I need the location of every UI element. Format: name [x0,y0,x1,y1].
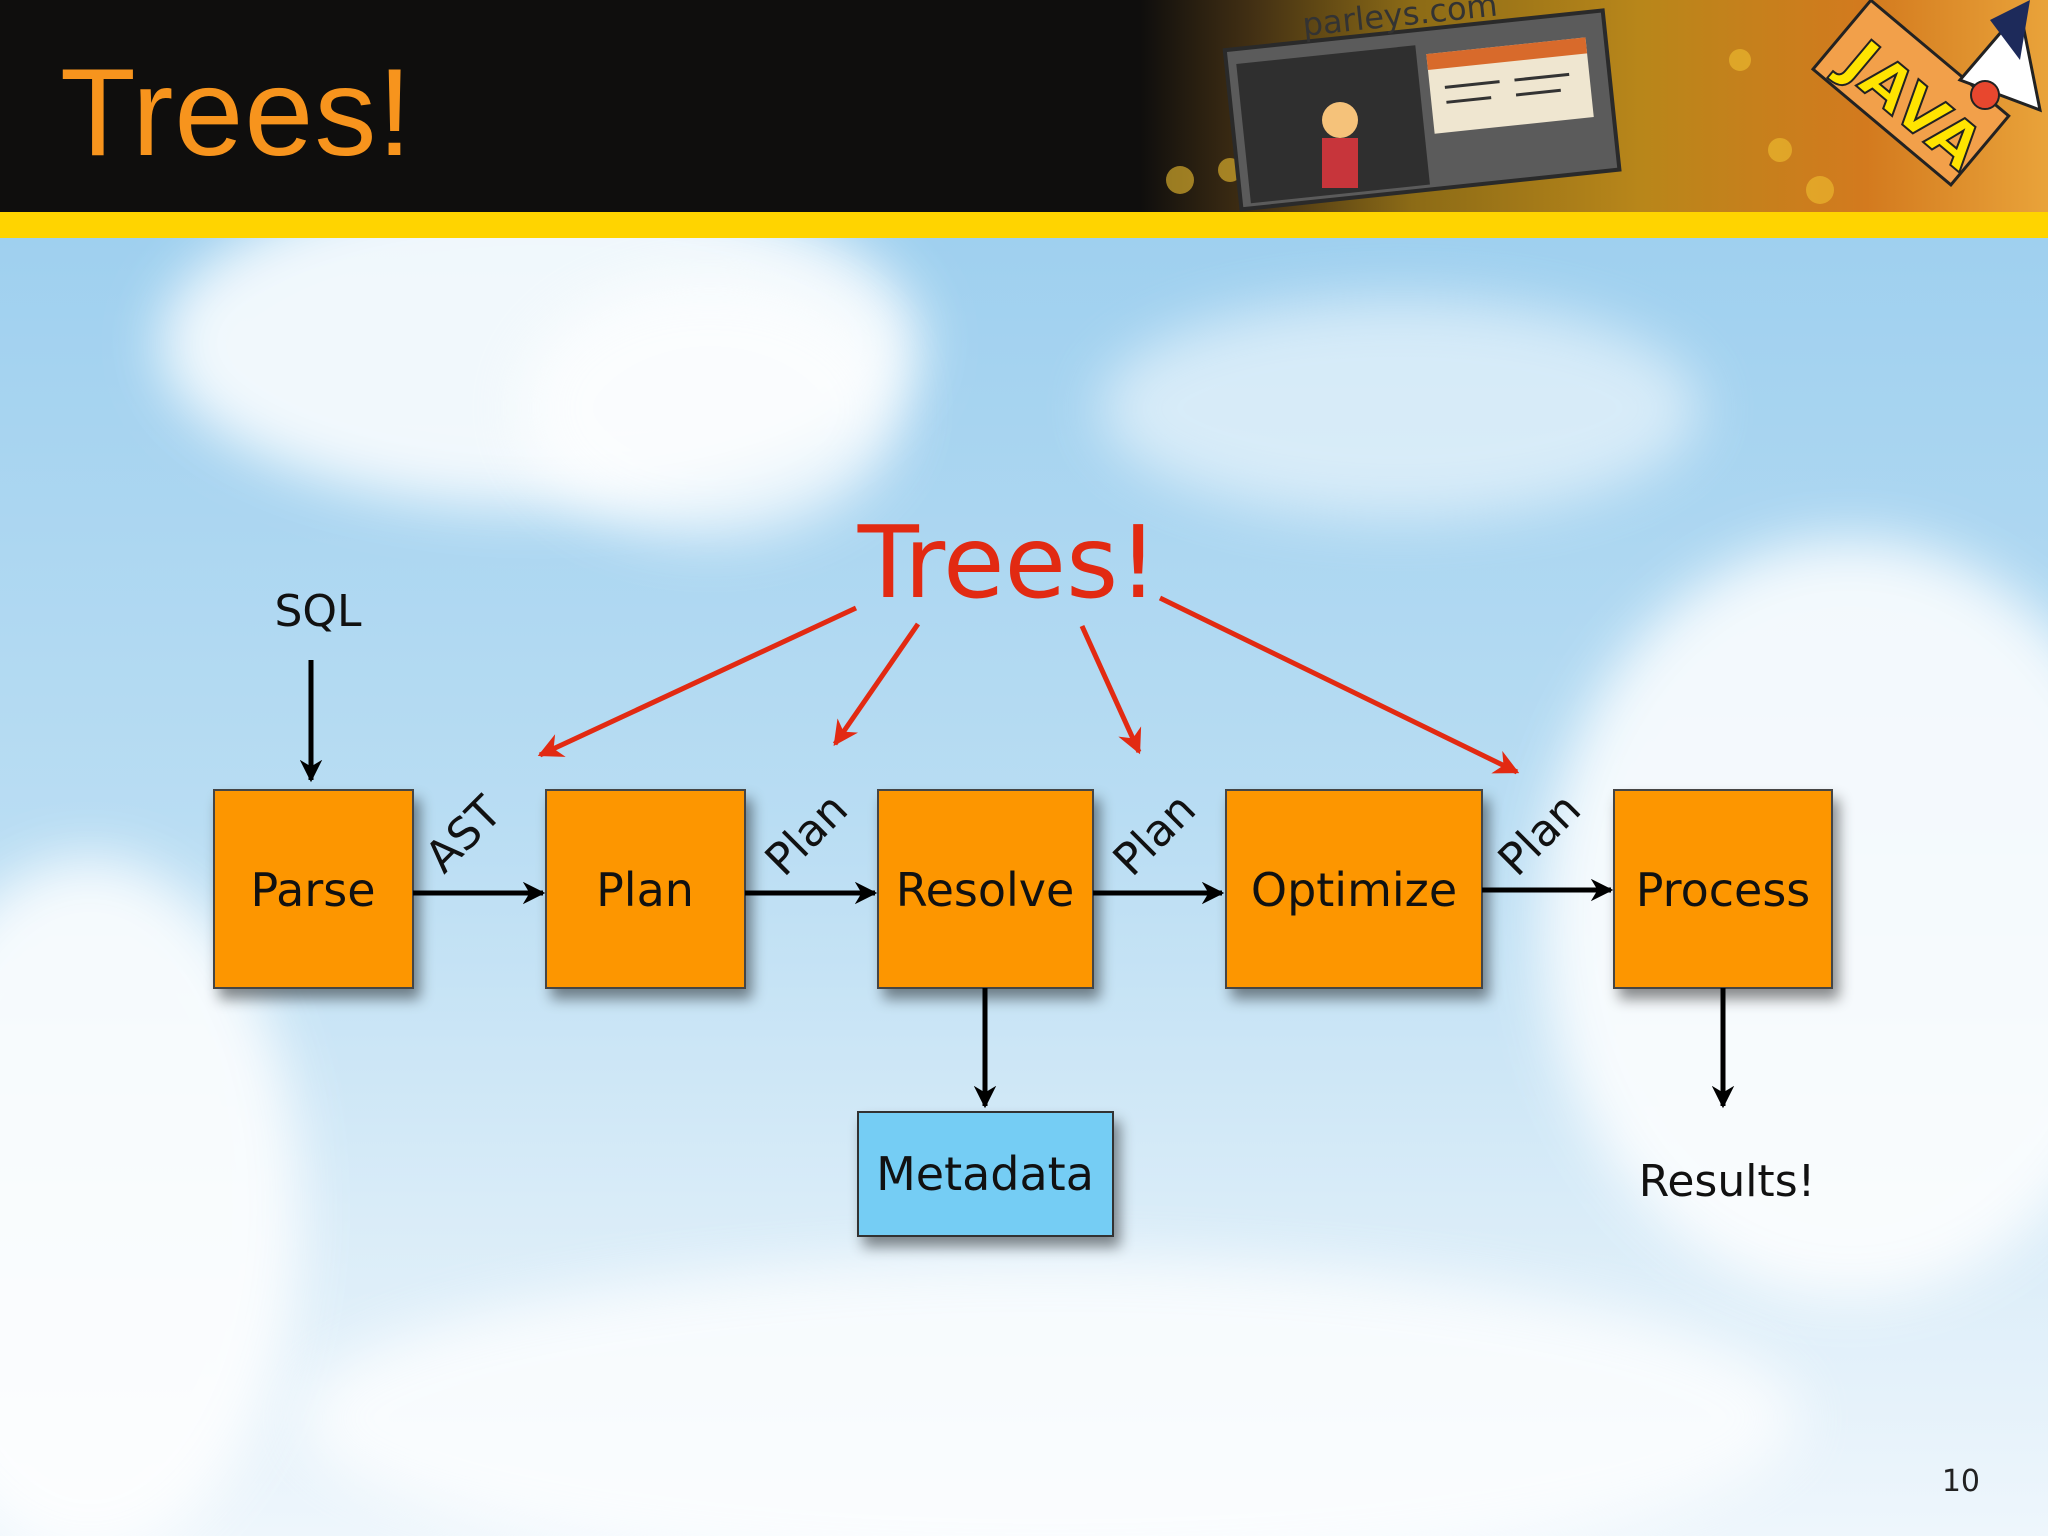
stage-optimize-label: Optimize [1251,863,1457,917]
header-bar: Trees! parle [0,0,2048,212]
stage-plan-label: Plan [596,863,694,917]
stage-parse: Parse [213,789,414,989]
callout-arrow-ast [537,605,858,758]
stage-parse-label: Parse [250,863,375,917]
trees-callout: Trees! [857,504,1159,621]
edge-label-plan-2: Plan [1104,784,1206,886]
stage-resolve: Resolve [877,789,1094,989]
slide-title: Trees! [60,44,413,182]
edge-label-plan-1: Plan [756,784,858,886]
callout-arrow-plan-2 [1079,624,1142,755]
stage-resolve-label: Resolve [896,863,1075,917]
header-yellow-band [0,212,2048,238]
stage-plan: Plan [545,789,746,989]
stage-process-label: Process [1636,863,1811,917]
callout-arrow-plan-3 [1158,595,1520,775]
stage-process: Process [1613,789,1833,989]
edge-label-ast: AST [416,787,512,883]
callout-arrow-plan-1 [832,622,921,747]
page-number: 10 [1941,1464,1980,1499]
edge-label-plan-3: Plan [1489,784,1591,886]
sql-input-label: SQL [274,586,362,637]
stage-optimize: Optimize [1225,789,1483,989]
metadata-box: Metadata [857,1111,1114,1237]
conference-banner-illustration: parleys.com JAVA [1140,0,2048,212]
metadata-label: Metadata [876,1147,1094,1201]
results-output-label: Results! [1639,1156,1816,1207]
